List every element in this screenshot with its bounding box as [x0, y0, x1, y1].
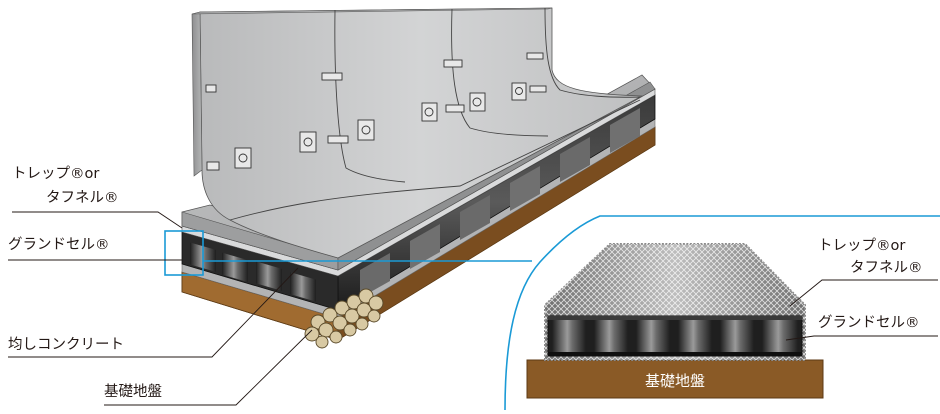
- detail-label-trap-or-tufnel-line2: タフネル®: [850, 259, 923, 276]
- main-illustration: [164, 7, 656, 349]
- wall-panel-joints: [229, 7, 641, 221]
- detail-highlight-box: [164, 230, 204, 276]
- detail-ground-cell-band: [547, 315, 803, 357]
- wall-anchor-details: [205, 52, 547, 171]
- ground-cell-cylinders-side: [360, 108, 640, 298]
- detail-callout-lines: [203, 215, 940, 411]
- label-leveling-concrete: 均しコンクリート: [8, 336, 124, 353]
- detail-cross-section: 基礎地盤 トレップ®or タフネル® グランドセル®: [526, 237, 938, 399]
- label-ground-cell: グランドセル®: [8, 236, 110, 253]
- detail-label-foundation-ground: 基礎地盤: [645, 372, 705, 390]
- label-foundation-ground: 基礎地盤: [104, 383, 162, 400]
- detail-label-trap-or-tufnel-line1: トレップ®or: [818, 237, 905, 254]
- detail-foundation-ground: [526, 359, 824, 399]
- detail-label-ground-cell: グランドセル®: [818, 314, 920, 331]
- gravel-pile: [304, 288, 384, 349]
- left-labels: トレップ®or タフネル® グランドセル® 均しコンクリート 基礎地盤: [8, 165, 313, 406]
- label-trap-or-tufnel-line1: トレップ®or: [12, 165, 99, 182]
- label-trap-or-tufnel-line2: タフネル®: [46, 189, 119, 206]
- retaining-wall-face: [199, 7, 644, 259]
- detail-ground-cell-cylinders: [552, 320, 798, 352]
